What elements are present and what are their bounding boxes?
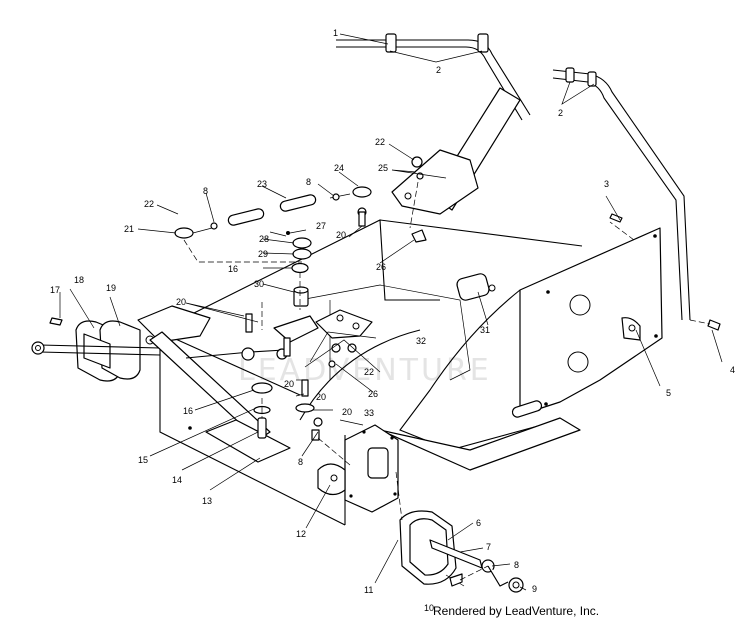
callout-20: 20: [342, 407, 352, 417]
callout-24: 24: [334, 163, 344, 173]
callout-17: 17: [50, 285, 60, 295]
left-pedal-brackets: [31, 305, 285, 441]
callout-11: 11: [364, 585, 373, 595]
callout-12: 12: [296, 529, 306, 539]
callout-16: 16: [183, 406, 193, 416]
assembly-dashes: [183, 181, 711, 581]
callout-20: 20: [336, 230, 346, 240]
callout-21: 21: [124, 224, 134, 234]
callout-3: 3: [604, 179, 609, 189]
callout-32: 32: [416, 336, 426, 346]
callout-1: 1: [333, 28, 338, 38]
render-credit: Rendered by LeadVenture, Inc.: [433, 604, 599, 618]
callout-8: 8: [514, 560, 519, 570]
callout-6: 6: [476, 518, 481, 528]
callout-8: 8: [203, 186, 208, 196]
callout-27: 27: [316, 221, 326, 231]
rod-hardware: [174, 156, 424, 239]
callout-14: 14: [172, 475, 182, 485]
callout-20: 20: [284, 379, 294, 389]
callout-22: 22: [144, 199, 154, 209]
front-bracket: [317, 424, 399, 513]
callout-18: 18: [74, 275, 84, 285]
callout-19: 19: [106, 283, 116, 293]
callout-7: 7: [486, 542, 491, 552]
steering-arm: [391, 87, 521, 215]
callout-20: 20: [176, 297, 186, 307]
callout-26: 26: [368, 389, 378, 399]
callout-9: 9: [532, 584, 537, 594]
callout-29: 29: [258, 249, 268, 259]
callout-16: 16: [228, 264, 238, 274]
deck-frame: [159, 219, 663, 526]
callout-2: 2: [436, 65, 441, 75]
callout-2: 2: [558, 108, 563, 118]
handlebar-right: [552, 67, 691, 321]
callout-20: 20: [316, 392, 326, 402]
callout-15: 15: [138, 455, 148, 465]
callout-8: 8: [306, 177, 311, 187]
callout-5: 5: [666, 388, 671, 398]
callout-10: 10: [424, 603, 434, 613]
callout-28: 28: [259, 234, 269, 244]
callout-4: 4: [730, 365, 735, 375]
callout-33: 33: [364, 408, 374, 418]
callout-31: 31: [480, 325, 490, 335]
callouts: 1 2 2 3 4 5 6 7 8 8 8 8 9 10 11 12 13 14…: [50, 28, 735, 613]
callout-23: 23: [257, 179, 267, 189]
handlebar-upper: [336, 33, 531, 121]
callout-22: 22: [375, 137, 385, 147]
callout-25: 25: [378, 163, 388, 173]
callout-26: 26: [376, 262, 386, 272]
plate-13: [205, 382, 291, 463]
callout-13: 13: [202, 496, 212, 506]
center-stack: [49, 213, 721, 587]
callout-30: 30: [254, 279, 264, 289]
pedal-assembly: [399, 510, 524, 593]
callout-8: 8: [298, 457, 303, 467]
callout-22: 22: [364, 367, 374, 377]
leader-lines: [59, 33, 723, 591]
